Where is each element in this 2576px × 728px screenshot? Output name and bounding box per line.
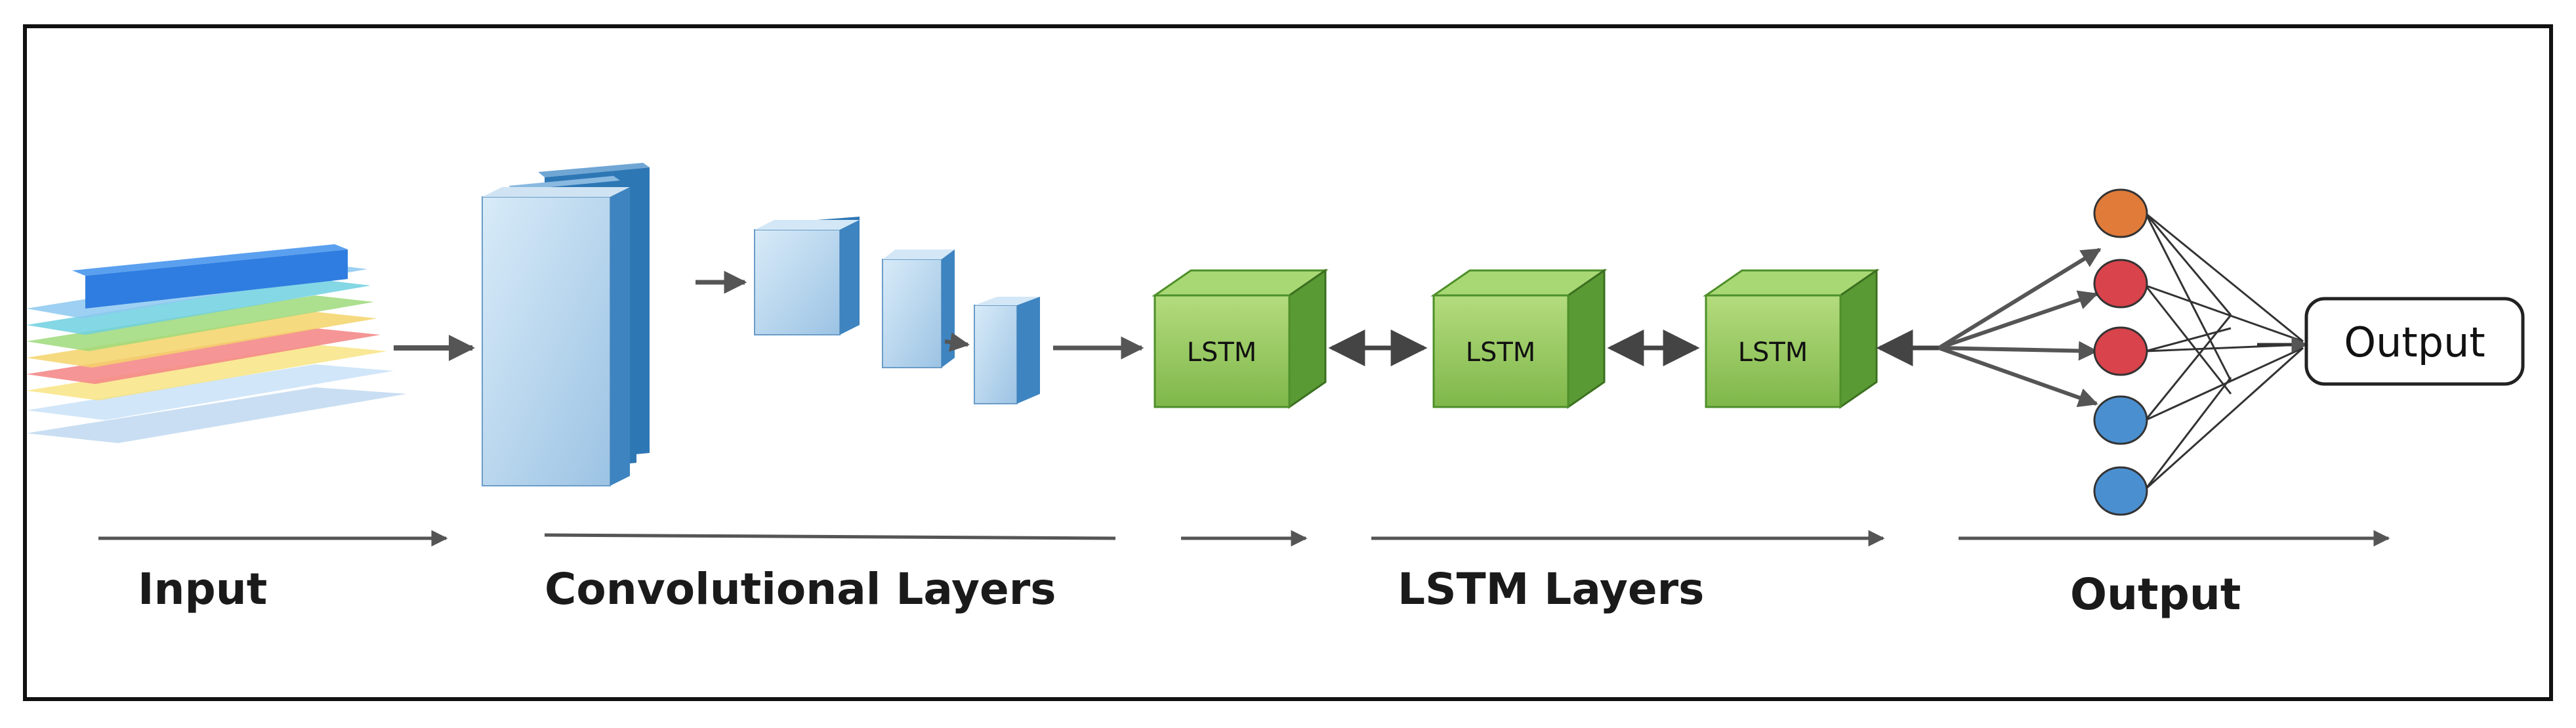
fan-out-arrows [1938, 247, 2102, 408]
conv-block-tiny [974, 297, 1040, 404]
stage-arrow-conv [544, 533, 1116, 540]
node-red-1 [2093, 259, 2148, 309]
node-blue-1 [2093, 395, 2148, 445]
node-blue-2 [2093, 466, 2148, 516]
lstm-label-2: LSTM [1466, 337, 1536, 368]
node-red-2 [2093, 326, 2148, 376]
arrow-conv3-to-conv4 [944, 332, 970, 353]
stage-label-input: Input [138, 564, 267, 614]
conv-block-large [482, 163, 650, 486]
stage-label-output: Output [2070, 569, 2241, 620]
node-connections [2144, 212, 2304, 490]
lstm-block-3: LSTM [1703, 268, 1880, 409]
conv-block-medium [754, 217, 860, 335]
stage-label-conv: Convolutional Layers [545, 564, 1056, 614]
input-layer-stack [26, 244, 407, 443]
lstm-label-1: LSTM [1187, 337, 1257, 368]
output-nodes [2093, 188, 2148, 516]
stage-label-lstm: LSTM Layers [1398, 564, 1704, 614]
conv-block-small [882, 249, 955, 368]
output-box: Output [2304, 297, 2525, 386]
node-orange [2093, 188, 2148, 238]
lstm-label-3: LSTM [1738, 337, 1808, 368]
output-box-label: Output [2344, 318, 2485, 366]
lstm-block-2: LSTM [1430, 268, 1608, 409]
lstm-block-1: LSTM [1152, 268, 1329, 409]
